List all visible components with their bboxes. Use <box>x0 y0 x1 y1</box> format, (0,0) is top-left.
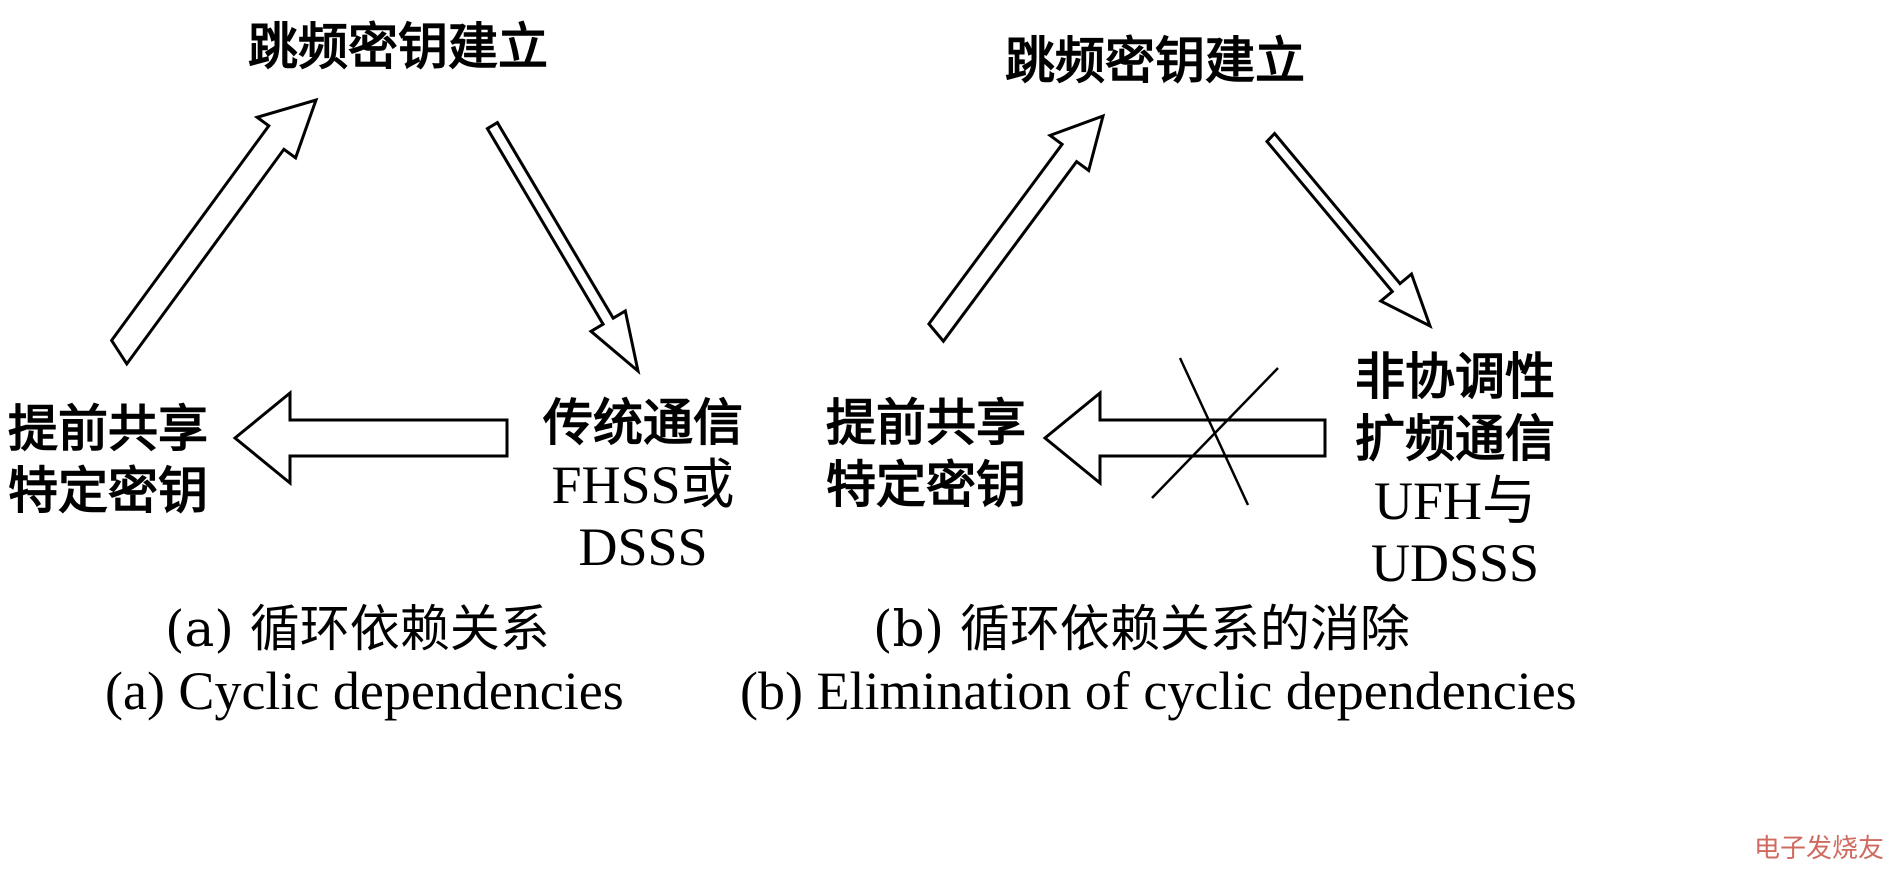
watermark-logo: 电子发烧友 <box>1753 834 1884 864</box>
panel-a-caption-zh: (a) 循环依赖关系 <box>165 600 550 658</box>
panel-a-left-label-line2: 特定密钥 <box>8 462 208 520</box>
panel-a-right-label: 传统通信 FHSS或 DSSS <box>538 392 748 578</box>
arrow-a-top-to-right <box>485 120 641 375</box>
panel-b-caption-en: (b) Elimination of cyclic dependencies <box>740 661 1577 721</box>
cross-mark-line-1 <box>1178 357 1250 506</box>
panel-a-top-label: 跳频密钥建立 <box>248 18 548 76</box>
panel-b-left-label-line2: 特定密钥 <box>826 456 1026 514</box>
panel-b-left-label-line1: 提前共享 <box>826 394 1026 452</box>
cross-mark-line-2 <box>1151 367 1279 499</box>
panel-b-caption-zh: (b) 循环依赖关系的消除 <box>873 600 1410 658</box>
panel-a-caption-en: (a) Cyclic dependencies <box>105 661 624 721</box>
panel-a-right-label-line3: DSSS <box>578 517 708 577</box>
panel-b-right-label-line3: UFH与 <box>1373 471 1537 531</box>
arrow-b-top-to-right <box>1264 131 1433 330</box>
arrow-a-left-to-top <box>109 97 319 367</box>
panel-a-right-label-line2: FHSS或 <box>551 455 735 515</box>
panel-b-right-label-line4: UDSSS <box>1370 533 1540 593</box>
panel-b-top-label: 跳频密钥建立 <box>1005 32 1305 90</box>
panel-b-right-label-line2: 扩频通信 <box>1355 410 1555 468</box>
arrow-b-right-to-left <box>1042 389 1327 487</box>
arrow-a-right-to-left <box>232 389 509 487</box>
panel-a-right-label-line1: 传统通信 <box>543 394 743 452</box>
panel-a-left-label-line1: 提前共享 <box>8 400 208 458</box>
panel-b-right-label: 非协调性 扩频通信 UFH与 UDSSS <box>1345 346 1565 594</box>
panel-a-left-label: 提前共享 特定密钥 <box>8 398 208 522</box>
panel-b-right-label-line1: 非协调性 <box>1355 348 1555 406</box>
panel-b-left-label: 提前共享 特定密钥 <box>826 392 1026 516</box>
arrow-b-left-to-top <box>926 113 1106 344</box>
